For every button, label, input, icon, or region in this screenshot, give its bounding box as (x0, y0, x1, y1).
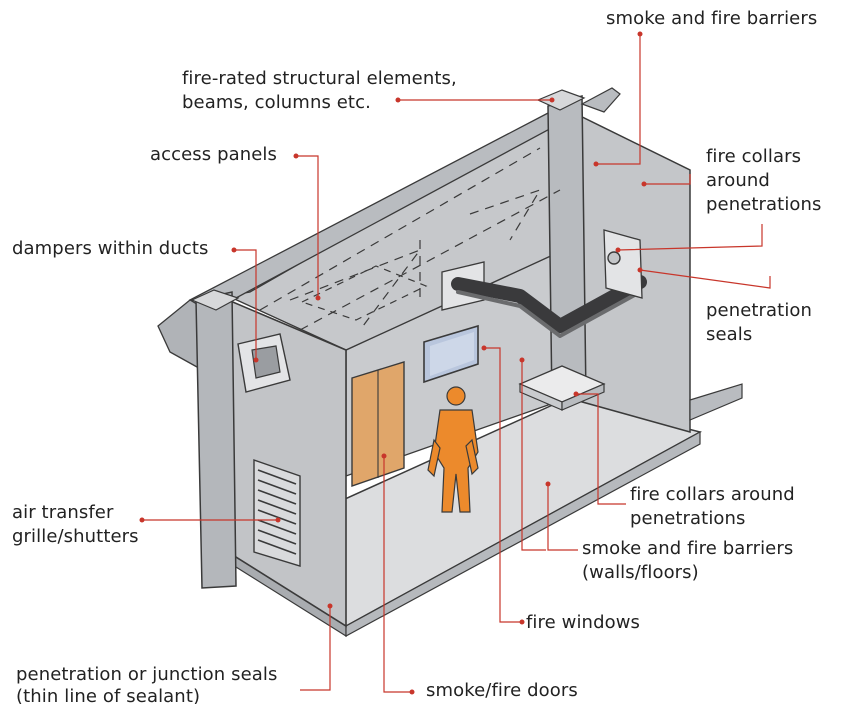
air-transfer-grille (253, 459, 301, 567)
label-fire-collars-line1: fire collars (706, 146, 802, 167)
cable-tray (451, 275, 647, 338)
label-collars-lower-line2: penetrations (630, 508, 746, 529)
floor-slab-edge-right (345, 430, 701, 638)
front-column (195, 291, 237, 589)
label-structural-line1: fire-rated structural elements, (182, 68, 457, 89)
back-column-top (536, 89, 586, 111)
label-air-transfer-line2: grille/shutters (12, 526, 139, 547)
label-fire-windows: fire windows (526, 612, 641, 633)
ceiling-dashes (259, 147, 561, 331)
label-penetration-seals-line1: penetration (706, 300, 813, 321)
worker-figure (427, 386, 479, 513)
label-barriers-lower-line1: smoke and fire barriers (582, 538, 794, 559)
label-junction-seals-line2: (thin line of sealant) (16, 686, 201, 704)
label-barriers-lower-line2: (walls/floors) (582, 562, 699, 583)
label-junction-seals-line1: penetration or junction seals (16, 664, 278, 685)
label-access-panels: access panels (150, 144, 277, 165)
access-panel (300, 265, 428, 321)
label-fire-collars-line3: penetrations (706, 194, 822, 215)
leader-dots (139, 31, 647, 695)
right-wall-penetration (603, 229, 643, 299)
right-top-beam (580, 87, 621, 113)
fire-door (351, 361, 405, 487)
label-smoke-fire-doors: smoke/fire doors (426, 680, 578, 701)
back-column (547, 95, 587, 405)
right-lower-beam (689, 383, 743, 421)
damper-duct (237, 333, 291, 393)
label-collars-lower-line1: fire collars around (630, 484, 795, 505)
label-air-transfer-line1: air transfer (12, 502, 114, 523)
fire-window (423, 324, 479, 384)
label-penetration-seals-line2: seals (706, 324, 753, 345)
front-column-top (190, 289, 240, 311)
leader-lines (142, 34, 771, 693)
floor-box (518, 365, 606, 411)
label-dampers: dampers within ducts (12, 238, 209, 259)
label-fire-collars-line2: around (706, 170, 770, 191)
label-structural-line2: beams, columns etc. (182, 92, 371, 113)
label-smoke-fire-barriers-top: smoke and fire barriers (606, 8, 818, 29)
